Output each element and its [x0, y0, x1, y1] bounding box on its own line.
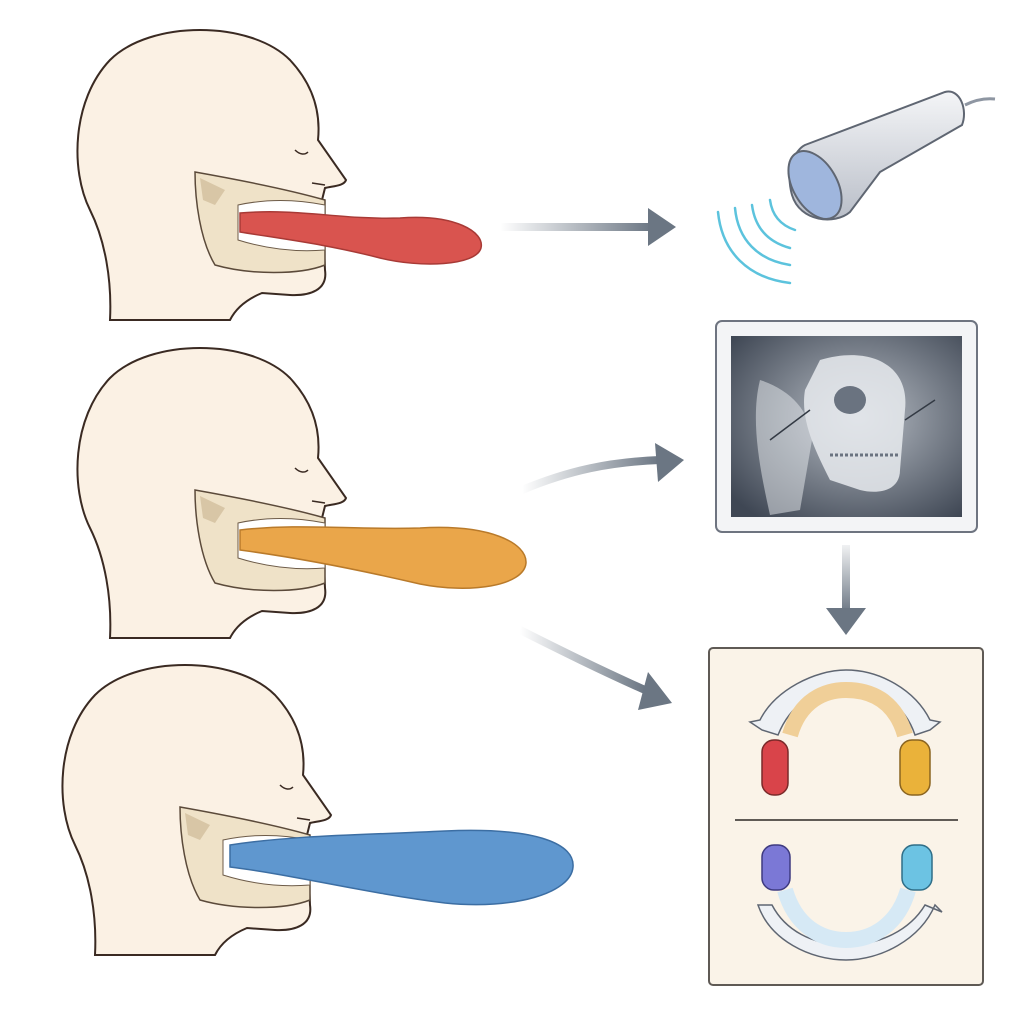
- dental-arch-panel: [708, 647, 984, 986]
- ultrasound-waves: [716, 198, 797, 285]
- xray-monitor: [715, 320, 978, 533]
- upper-arch: [748, 669, 942, 796]
- head-red-tongue: [76, 29, 483, 321]
- tongue-red: [239, 211, 483, 265]
- arrow-xray-to-arch: [826, 545, 866, 635]
- head-orange-tongue: [76, 347, 527, 639]
- tongue-orange: [239, 526, 527, 589]
- ultrasound-probe-icon: [716, 90, 996, 285]
- lower-arch: [756, 844, 943, 961]
- arrow-to-ultrasound: [500, 208, 676, 246]
- arrow-to-dental-arch: [518, 626, 672, 710]
- arrow-to-xray: [520, 443, 684, 494]
- head-blue-tongue: [61, 664, 574, 956]
- xray-skull-icon: [755, 355, 906, 515]
- tongue-blue: [229, 829, 574, 906]
